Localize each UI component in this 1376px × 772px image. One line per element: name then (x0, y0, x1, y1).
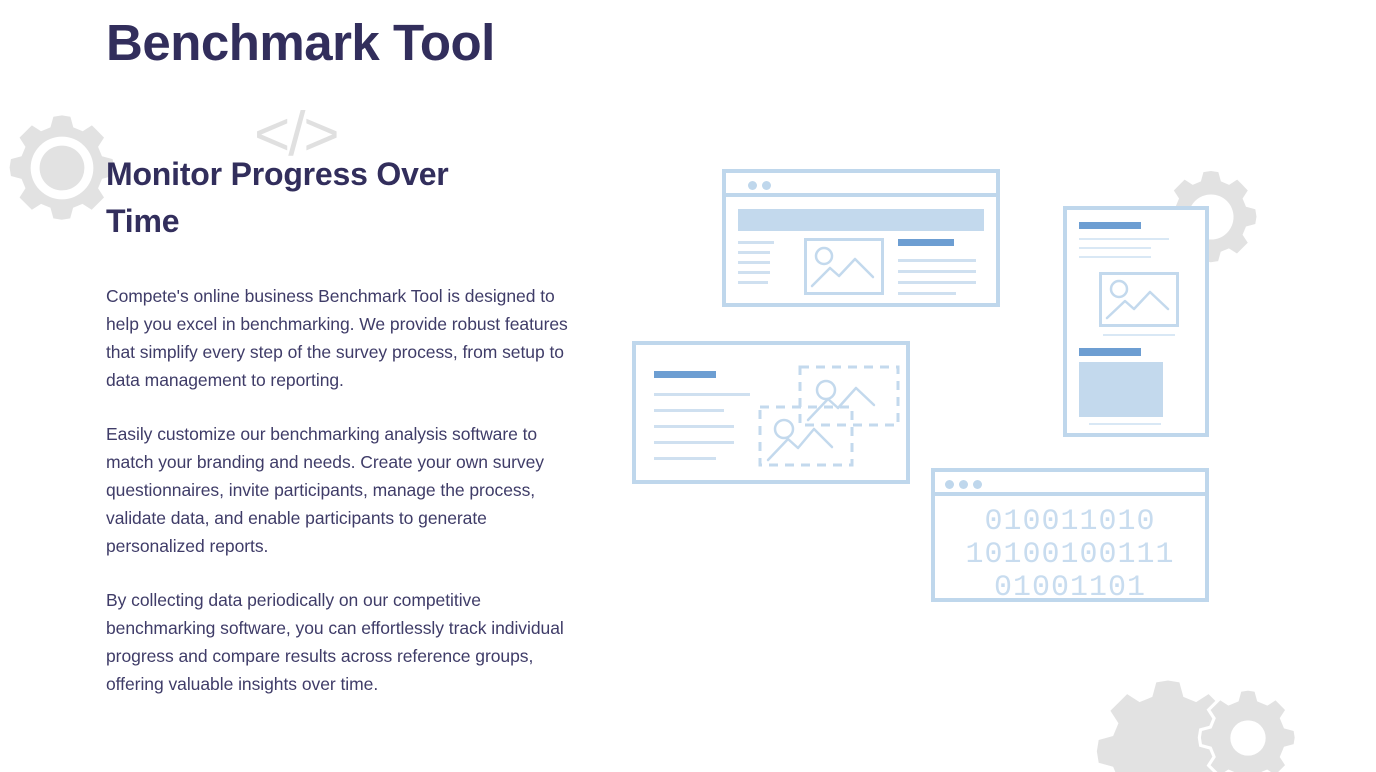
binary-line-3: 01001101 (993, 571, 1147, 605)
binary-code-window-mockup: 010011010 10100100111 01001101 (931, 468, 1209, 605)
text-line (738, 251, 770, 254)
paragraph-2: Easily customize our benchmarking analys… (106, 424, 545, 556)
text-line (654, 393, 750, 396)
gear-bottom-right-small-icon (1196, 686, 1300, 772)
report-card-mockup (1063, 206, 1209, 437)
browser-titlebar (726, 173, 996, 197)
text-line (1079, 256, 1151, 258)
text-line (654, 425, 734, 428)
paragraph-3: By collecting data periodically on our c… (106, 590, 564, 694)
text-line (898, 259, 976, 262)
banner-placeholder (738, 209, 984, 231)
window-dot (945, 480, 954, 489)
binary-line-2: 10100100111 (965, 538, 1175, 572)
text-line (654, 409, 724, 412)
code-watermark-icon: </> (254, 100, 340, 169)
page-title: Benchmark Tool (106, 14, 495, 71)
text-line (654, 441, 734, 444)
text-line (738, 261, 770, 264)
section-heading: Monitor Progress Over Time (106, 156, 449, 240)
accent-bar (1079, 348, 1141, 356)
window-dot (973, 480, 982, 489)
gear-bottom-right-large-icon (1092, 676, 1244, 772)
image-placeholder (804, 238, 884, 295)
gear-left-icon (6, 112, 118, 224)
text-line (738, 241, 774, 244)
image-placeholder (1099, 272, 1179, 327)
text-line (898, 281, 976, 284)
browser-window-mockup (722, 169, 1000, 307)
text-line (1089, 423, 1161, 425)
text-line (654, 457, 716, 460)
text-line (1079, 247, 1151, 249)
analytics-window-mockup (632, 341, 910, 484)
body-copy: Compete's online business Benchmark Tool… (106, 282, 576, 698)
binary-titlebar (935, 472, 1205, 496)
window-dot (748, 181, 757, 190)
paragraph-1: Compete's online business Benchmark Tool… (106, 286, 568, 390)
text-line (898, 292, 956, 295)
content-block (1079, 362, 1163, 417)
binary-line-1: 010011010 (984, 505, 1156, 539)
text-line (898, 270, 976, 273)
dashed-image-placeholders (756, 363, 904, 473)
window-dot (762, 181, 771, 190)
text-line (738, 271, 770, 274)
window-dot (959, 480, 968, 489)
text-line (1103, 334, 1175, 336)
text-line (1079, 238, 1169, 240)
text-line (738, 281, 768, 284)
accent-bar (654, 371, 716, 378)
accent-bar (898, 239, 954, 246)
accent-bar (1079, 222, 1141, 229)
